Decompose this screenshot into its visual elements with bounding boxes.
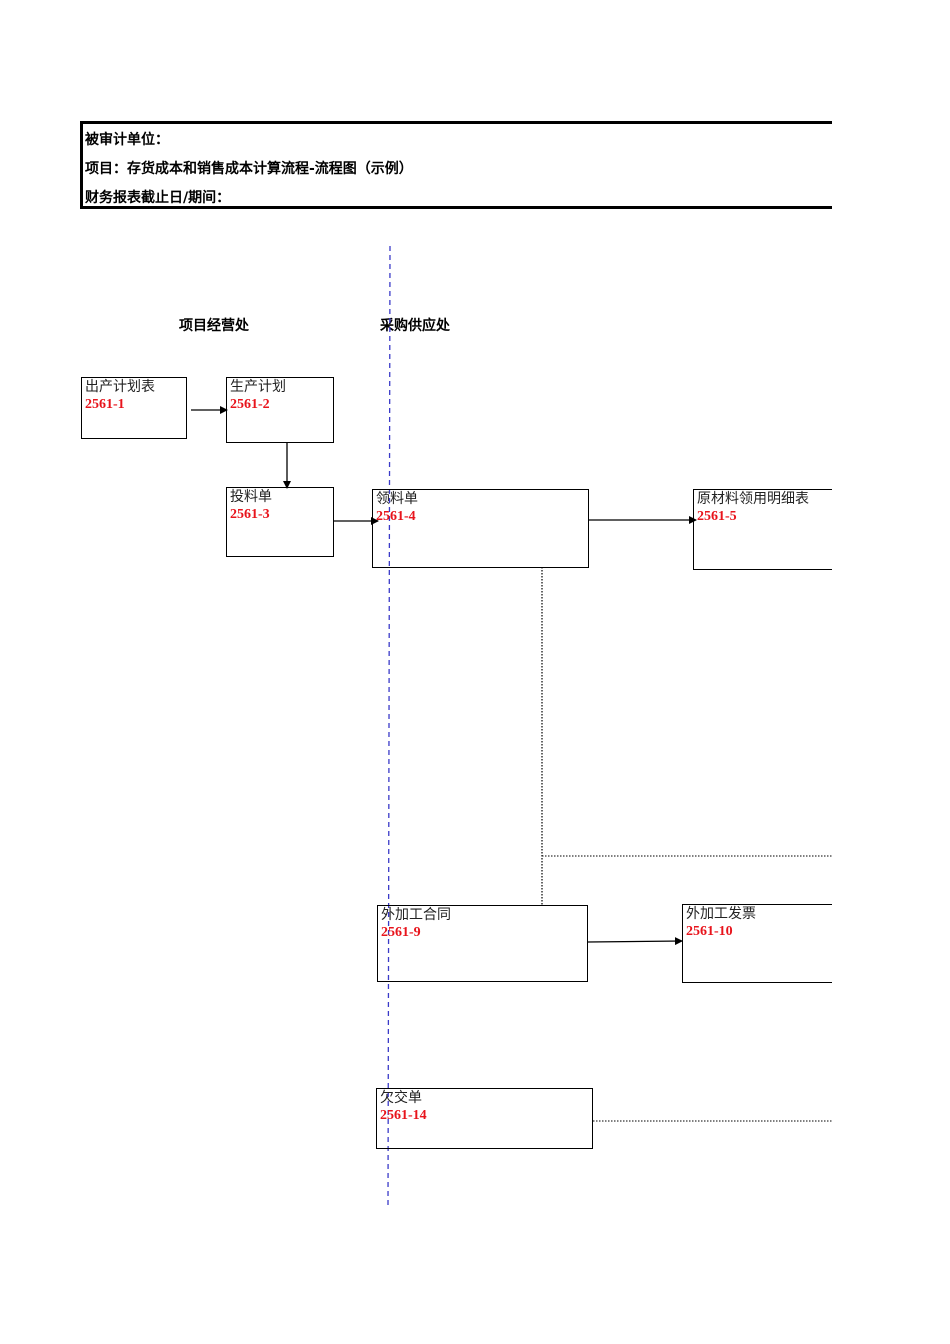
box-code: 2561-9 xyxy=(381,925,421,940)
box-code: 2561-3 xyxy=(230,507,270,522)
box-code: 2561-4 xyxy=(376,509,416,524)
box-code: 2561-2 xyxy=(230,397,270,412)
lane-divider xyxy=(387,245,391,1207)
flow-box-raw-material-usage-detail[interactable]: 原材料领用明细表 2561-5 xyxy=(693,489,853,570)
lane-label-procurement: 采购供应处 xyxy=(380,318,450,334)
flow-box-outsourcing-contract[interactable]: 外加工合同 2561-9 xyxy=(377,905,588,982)
box-title: 外加工发票 xyxy=(686,906,756,922)
box-code: 2561-14 xyxy=(380,1108,427,1123)
box-code: 2561-1 xyxy=(85,397,125,412)
flow-box-production-output-plan[interactable]: 出产计划表 2561-1 xyxy=(81,377,187,439)
flow-box-shortage-order[interactable]: 欠交单 2561-14 xyxy=(376,1088,593,1149)
flow-box-production-plan[interactable]: 生产计划 2561-2 xyxy=(226,377,334,443)
lane-label-project-operations: 项目经营处 xyxy=(179,318,249,334)
box-title: 欠交单 xyxy=(380,1090,422,1106)
project-title: 项目：存货成本和销售成本计算流程-流程图（示例） xyxy=(85,161,413,177)
box-title: 领料单 xyxy=(376,491,418,507)
page-clip xyxy=(832,0,950,1344)
box-title: 生产计划 xyxy=(230,379,286,395)
header-block: 被审计单位： 项目：存货成本和销售成本计算流程-流程图（示例） 财务报表截止日/… xyxy=(80,121,832,209)
connector-9-to-10 xyxy=(587,937,683,946)
box-title: 原材料领用明细表 xyxy=(697,491,809,507)
audited-unit-label: 被审计单位： xyxy=(85,132,169,148)
box-title: 投料单 xyxy=(230,489,272,505)
box-code: 2561-10 xyxy=(686,924,733,939)
flow-box-outsourcing-invoice[interactable]: 外加工发票 2561-10 xyxy=(682,904,852,983)
box-code: 2561-5 xyxy=(697,509,737,524)
flow-box-material-requisition[interactable]: 领料单 2561-4 xyxy=(372,489,589,568)
box-title: 出产计划表 xyxy=(85,379,155,395)
flow-box-feeding-order[interactable]: 投料单 2561-3 xyxy=(226,487,334,557)
box-title: 外加工合同 xyxy=(381,907,451,923)
period-label: 财务报表截止日/期间： xyxy=(85,190,231,206)
